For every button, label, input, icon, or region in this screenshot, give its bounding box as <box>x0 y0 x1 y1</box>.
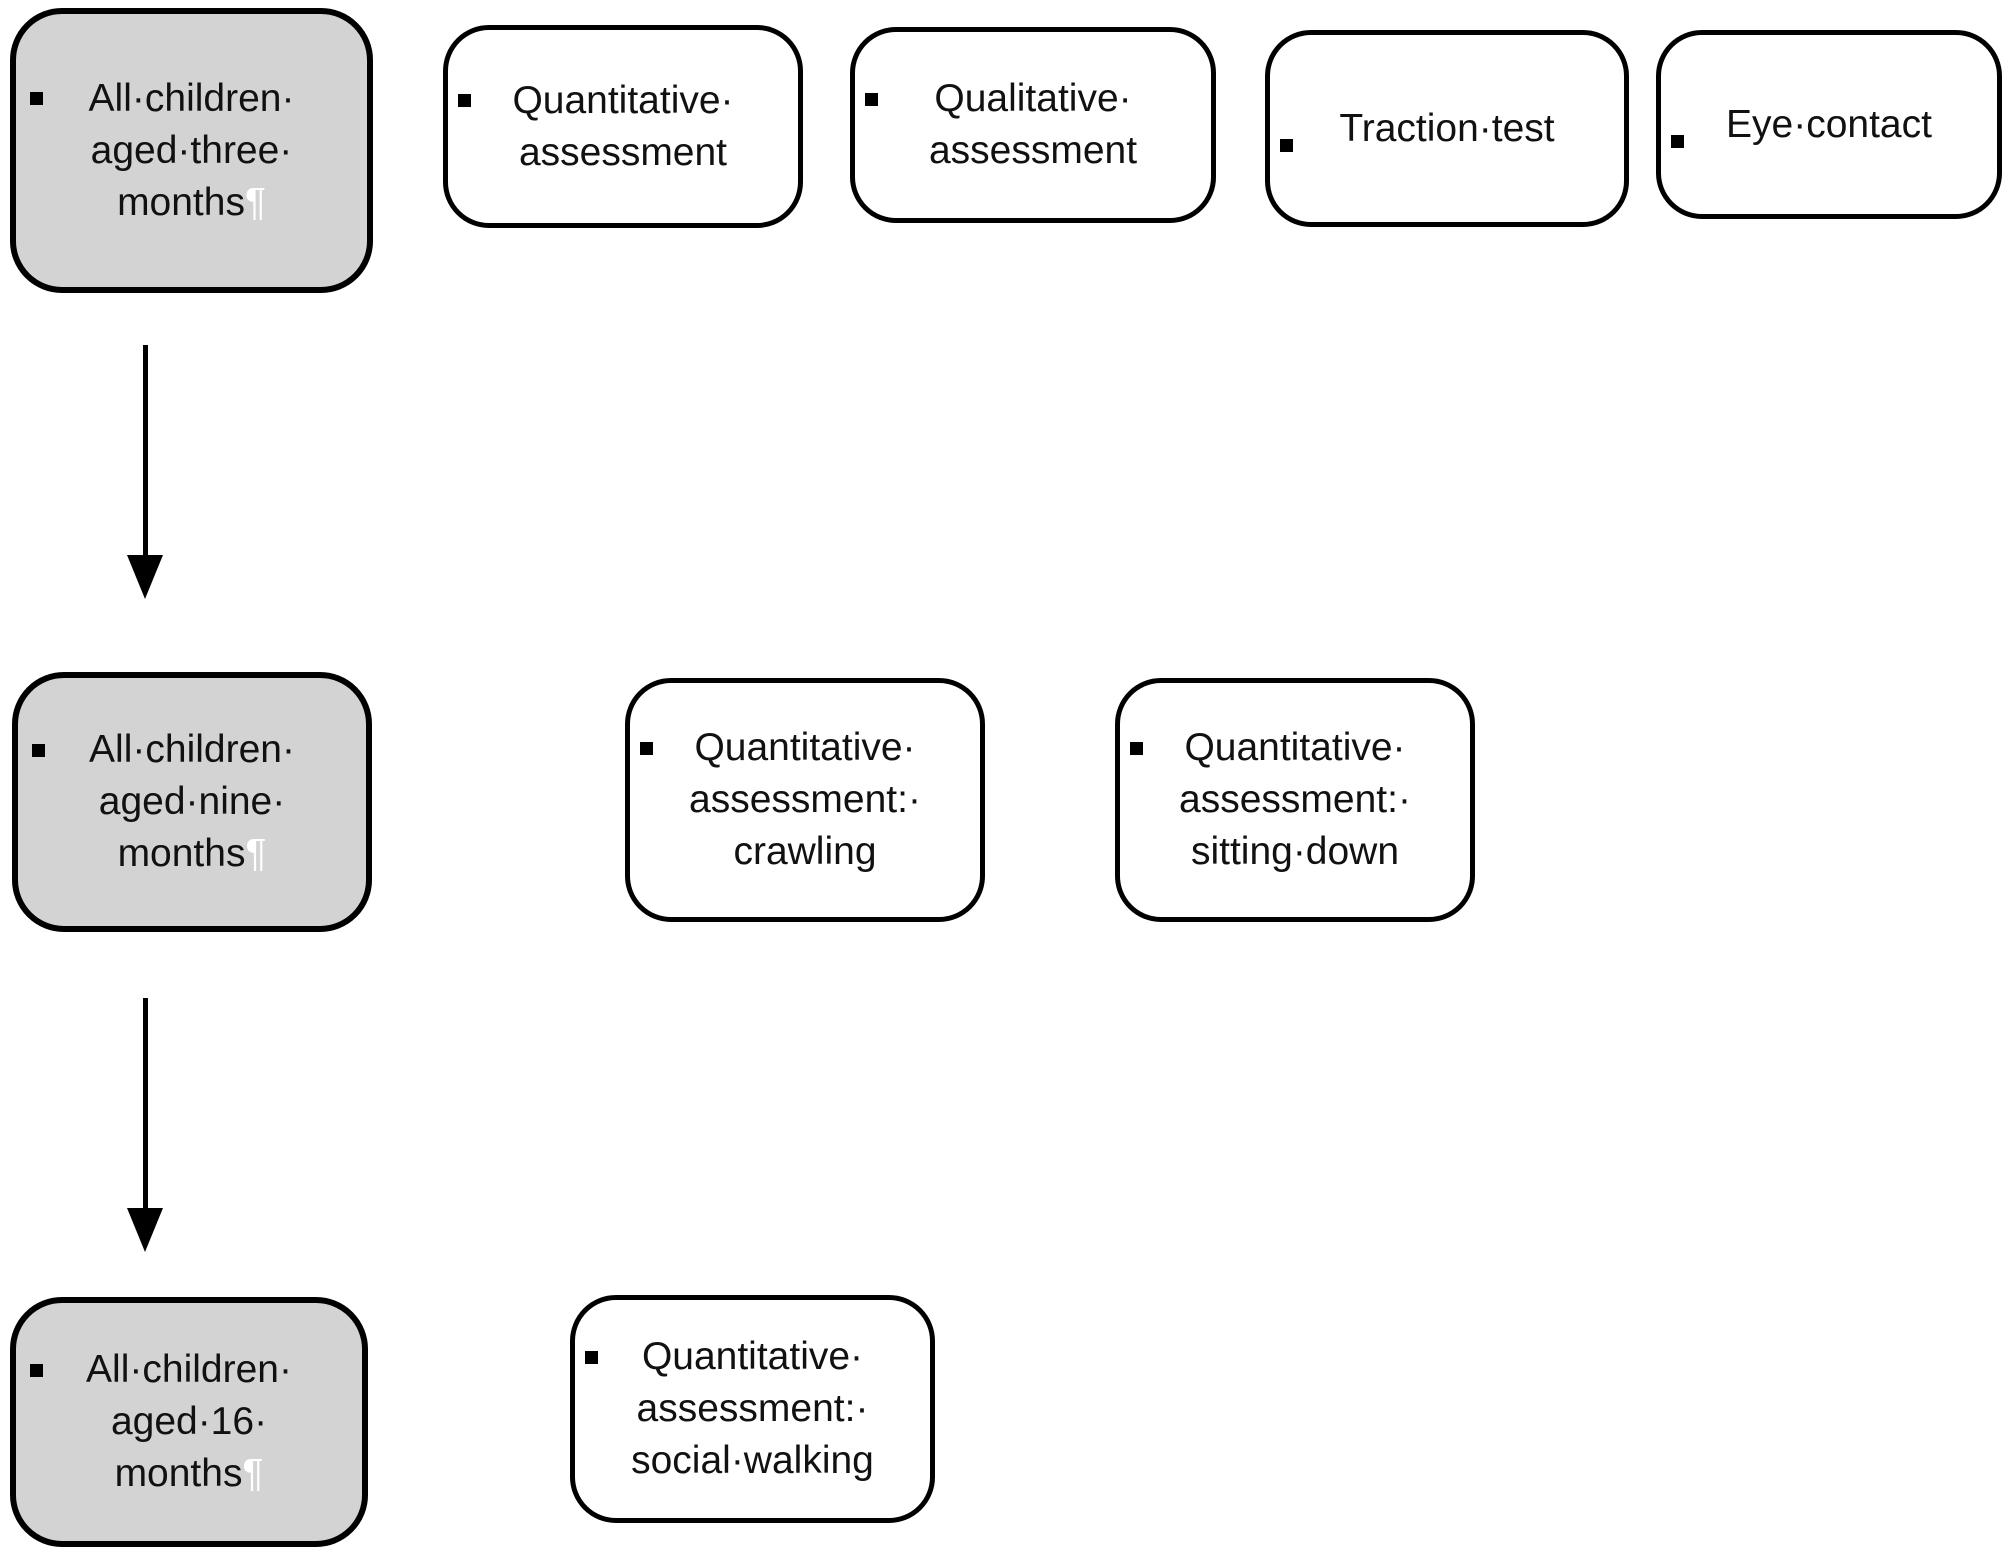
square-bullet-icon <box>30 1364 43 1377</box>
text-line: aged·16· <box>110 1400 268 1443</box>
arrow-head <box>127 1208 163 1252</box>
text-line: Quantitative· <box>512 78 734 122</box>
item-box-quantitative-crawling: Quantitative· assessment:· crawling <box>625 678 985 922</box>
square-bullet-icon <box>865 93 878 106</box>
item-label: Quantitative· assessment:· crawling <box>689 722 921 878</box>
item-label: Quantitative· assessment:· sitting·down <box>1179 722 1411 878</box>
square-bullet-icon <box>1671 135 1684 148</box>
square-bullet-icon <box>1280 139 1293 152</box>
text-line: months¶ <box>89 828 295 880</box>
arrow-shaft <box>142 345 148 555</box>
item-box-quantitative-assessment: Quantitative· assessment <box>443 25 803 228</box>
square-bullet-icon <box>458 94 471 107</box>
square-bullet-icon <box>640 742 653 755</box>
stage-box-16-months: All·children· aged·16· months¶ <box>10 1297 368 1547</box>
square-bullet-icon <box>1130 742 1143 755</box>
pilcrow-mark: ¶ <box>242 1452 264 1495</box>
text-line: All·children· <box>88 76 295 120</box>
item-label: Eye·contact <box>1726 99 1932 151</box>
text-line: sitting·down <box>1190 830 1400 873</box>
text-run: months <box>117 180 245 224</box>
item-label: Quantitative· assessment <box>512 75 733 179</box>
pilcrow-mark: ¶ <box>244 180 266 224</box>
text-line: months¶ <box>86 1448 292 1500</box>
pilcrow-mark: ¶ <box>245 832 267 875</box>
item-box-quantitative-sitting-down: Quantitative· assessment:· sitting·down <box>1115 678 1475 922</box>
text-line: Qualitative· <box>934 77 1132 120</box>
text-line: assessment:· <box>689 778 921 821</box>
text-line: Quantitative· <box>694 726 916 769</box>
text-line: Eye·contact <box>1726 102 1932 146</box>
stage-label: All·children· aged·three· months¶ <box>89 73 295 229</box>
text-line: Quantitative· <box>641 1335 864 1378</box>
item-label: Qualitative· assessment <box>929 73 1137 177</box>
arrow-down-icon <box>123 345 167 599</box>
text-line: All·children· <box>86 1348 292 1391</box>
arrow-head <box>127 555 163 599</box>
item-box-eye-contact: Eye·contact <box>1656 30 2002 219</box>
square-bullet-icon <box>32 744 45 757</box>
text-line: All·children· <box>89 728 295 771</box>
stage-label: All·children· aged·nine· months¶ <box>89 724 295 880</box>
text-line: crawling <box>733 830 877 873</box>
stage-label: All·children· aged·16· months¶ <box>86 1344 292 1500</box>
text-line: assessment <box>518 130 728 174</box>
text-line: assessment:· <box>636 1387 869 1430</box>
text-run: months <box>117 832 246 875</box>
text-line: Traction·test <box>1339 106 1555 150</box>
item-label: Traction·test <box>1339 103 1554 155</box>
stage-box-three-months: All·children· aged·three· months¶ <box>10 8 373 293</box>
text-line: social·walking <box>631 1439 874 1482</box>
item-label: Quantitative· assessment:· social·walkin… <box>631 1331 874 1487</box>
text-run: months <box>114 1452 243 1495</box>
stage-box-nine-months: All·children· aged·nine· months¶ <box>12 672 372 932</box>
text-line: Quantitative· <box>1184 726 1406 769</box>
text-line: assessment:· <box>1179 778 1411 821</box>
square-bullet-icon <box>30 92 43 105</box>
text-line: aged·three· <box>90 128 293 172</box>
item-box-traction-test: Traction·test <box>1265 30 1629 227</box>
arrow-shaft <box>142 998 148 1208</box>
square-bullet-icon <box>585 1351 598 1364</box>
text-line: months¶ <box>89 177 295 229</box>
text-line: assessment <box>928 129 1138 172</box>
arrow-down-icon <box>123 998 167 1252</box>
item-box-quantitative-social-walking: Quantitative· assessment:· social·walkin… <box>570 1295 935 1523</box>
item-box-qualitative-assessment: Qualitative· assessment <box>850 27 1216 223</box>
text-line: aged·nine· <box>98 780 286 823</box>
